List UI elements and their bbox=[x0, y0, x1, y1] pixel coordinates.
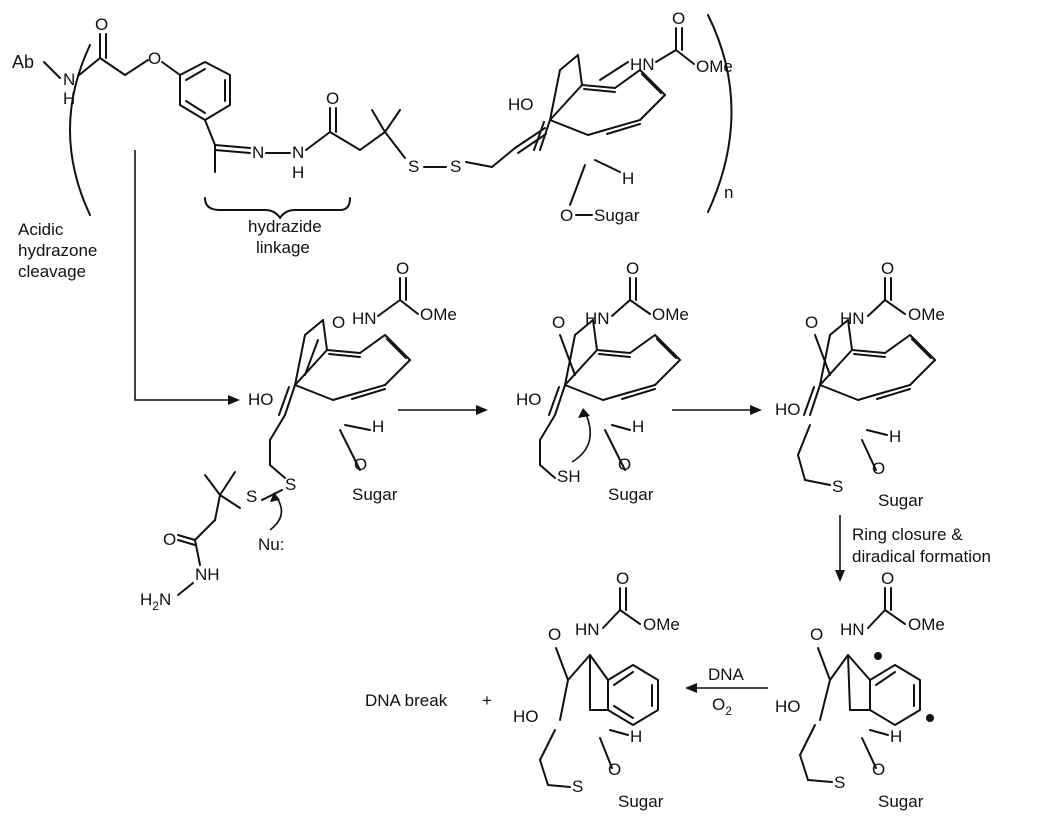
s2-nh: NH bbox=[195, 565, 220, 584]
step-arrow-2 bbox=[672, 405, 762, 415]
s6-h: H bbox=[630, 727, 642, 746]
sugar-o-label: O bbox=[560, 206, 573, 225]
s5-sugar-o: O bbox=[872, 760, 885, 779]
imine-n-label: N bbox=[252, 143, 264, 162]
s6-sugar-o: O bbox=[608, 760, 621, 779]
s4-sugar: Sugar bbox=[878, 491, 924, 510]
s4-h: H bbox=[889, 427, 901, 446]
s4-sugar-o: O bbox=[872, 459, 885, 478]
ab-label: Ab bbox=[12, 52, 34, 72]
dna-label: DNA bbox=[708, 665, 745, 684]
diradical-label: diradical formation bbox=[852, 547, 991, 566]
s5-s: S bbox=[834, 773, 845, 792]
s2-nu: Nu: bbox=[258, 535, 284, 554]
nh-h-label: H bbox=[63, 89, 75, 108]
s4-ketone-o: O bbox=[805, 313, 818, 332]
intermediate-thiol: O HN O OMe HO H O Sugar SH bbox=[516, 259, 689, 504]
step-arrow-1 bbox=[398, 405, 488, 415]
dna-break-label: DNA break bbox=[365, 691, 448, 710]
s3-sugar-o: O bbox=[618, 455, 631, 474]
hydrazide-o-label: O bbox=[326, 89, 339, 108]
s3-ho: HO bbox=[516, 390, 542, 409]
s3-sugar: Sugar bbox=[608, 485, 654, 504]
sugar-label: Sugar bbox=[594, 206, 640, 225]
s6-sugar: Sugar bbox=[618, 792, 664, 811]
s4-carbamate-o: O bbox=[881, 259, 894, 278]
ring-closure-step: Ring closure & diradical formation bbox=[835, 515, 991, 582]
s3-carbamate-o: O bbox=[626, 259, 639, 278]
carbonyl-o-label: O bbox=[95, 15, 108, 34]
s2-s1: S bbox=[285, 475, 296, 494]
s3-hn: HN bbox=[585, 309, 610, 328]
linkage-label: linkage bbox=[256, 238, 310, 257]
diradical-intermediate: O HN O OMe HO H O Sugar S bbox=[775, 569, 945, 811]
h-label: H bbox=[622, 169, 634, 188]
s2-amide-o: O bbox=[163, 530, 176, 549]
s2-label: S bbox=[450, 157, 461, 176]
ho-label: HO bbox=[508, 95, 534, 114]
s2-ketone-o: O bbox=[332, 313, 345, 332]
acidic-label: Acidic bbox=[18, 220, 64, 239]
hydrazide-label: hydrazide bbox=[248, 217, 322, 236]
s2-sugar-o: O bbox=[354, 455, 367, 474]
s3-ketone-o: O bbox=[552, 313, 565, 332]
s6-ho: HO bbox=[513, 707, 539, 726]
s2-carbamate-o: O bbox=[396, 259, 409, 278]
cleavage-label: cleavage bbox=[18, 262, 86, 281]
s3-ome: OMe bbox=[652, 305, 689, 324]
aromatized-product: O HN O OMe HO H O Sugar S bbox=[513, 569, 680, 811]
s2-h2n: H2N bbox=[140, 590, 171, 613]
s5-carbamate-o: O bbox=[881, 569, 894, 588]
s2-sugar: Sugar bbox=[352, 485, 398, 504]
s5-ho: HO bbox=[775, 697, 801, 716]
subscript-n: n bbox=[724, 183, 733, 202]
nh-label: N bbox=[63, 70, 75, 89]
s4-ho: HO bbox=[775, 400, 801, 419]
s5-sugar: Sugar bbox=[878, 792, 924, 811]
hydrazide-n-label: N bbox=[292, 143, 304, 162]
intermediate-cyclized: O HN O OMe HO H O Sugar S bbox=[775, 259, 945, 510]
s2-ome: OMe bbox=[420, 305, 457, 324]
s2-ho: HO bbox=[248, 390, 274, 409]
s4-ome: OMe bbox=[908, 305, 945, 324]
s6-carbamate-o: O bbox=[616, 569, 629, 588]
plus-sign: + bbox=[482, 691, 492, 710]
s5-ome: OMe bbox=[908, 615, 945, 634]
s6-s: S bbox=[572, 777, 583, 796]
s4-s: S bbox=[832, 477, 843, 496]
hydrazone-label: hydrazone bbox=[18, 241, 97, 260]
s6-ome: OMe bbox=[643, 615, 680, 634]
s3-h: H bbox=[632, 417, 644, 436]
s2-s2: S bbox=[246, 487, 257, 506]
dna-step: DNA O2 bbox=[685, 665, 768, 718]
ome-label: OMe bbox=[696, 57, 733, 76]
s6-hn: HN bbox=[575, 620, 600, 639]
intermediate-disulfide: O HN O OMe HO H O Sugar S S Nu: O NH H bbox=[140, 259, 457, 613]
hydrazide-h-label: H bbox=[292, 163, 304, 182]
antibody-drug-conjugate: Ab N H O O N N H O S S bbox=[12, 9, 733, 225]
ether-o-label: O bbox=[148, 49, 161, 68]
s2-h: H bbox=[372, 417, 384, 436]
s5-ketone-o: O bbox=[810, 625, 823, 644]
s5-hn: HN bbox=[840, 620, 865, 639]
hydrazide-linkage-annotation: hydrazide linkage bbox=[204, 197, 351, 257]
hn-label: HN bbox=[630, 55, 655, 74]
s1-label: S bbox=[408, 157, 419, 176]
o2-label: O2 bbox=[712, 695, 732, 718]
acidic-cleavage-step: Acidic hydrazone cleavage bbox=[18, 150, 240, 405]
ring-closure-label: Ring closure & bbox=[852, 525, 963, 544]
s6-ketone-o: O bbox=[548, 625, 561, 644]
s2-hn: HN bbox=[352, 309, 377, 328]
carbamate-o-label: O bbox=[672, 9, 685, 28]
s3-sh: SH bbox=[557, 467, 581, 486]
s4-hn: HN bbox=[840, 309, 865, 328]
s5-h: H bbox=[890, 727, 902, 746]
